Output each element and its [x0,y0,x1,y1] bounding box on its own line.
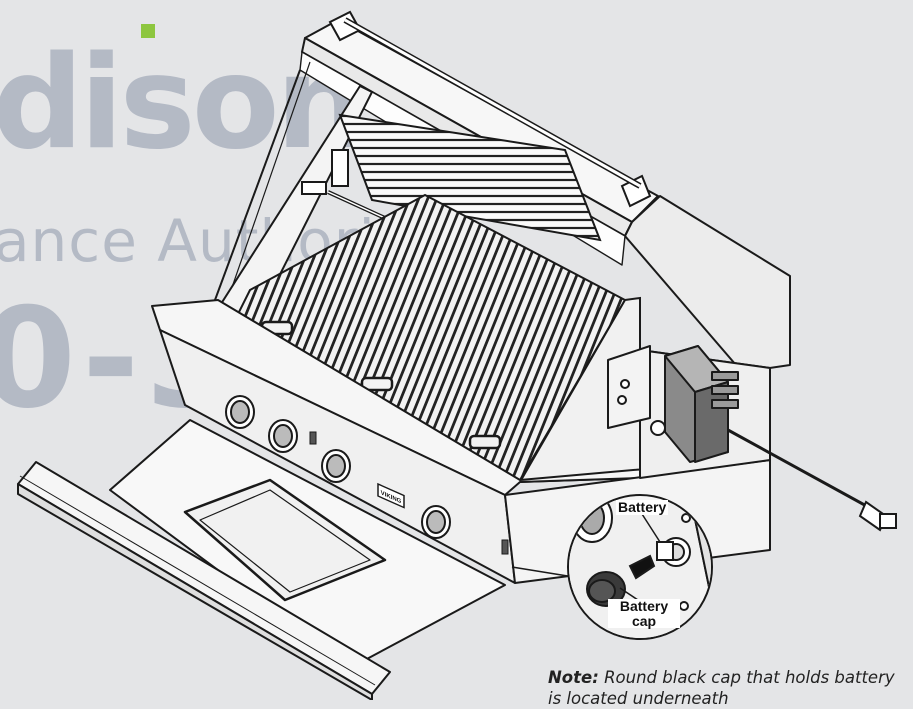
warming-rack [338,113,602,242]
control-knobs [225,395,451,539]
grate-handles [260,320,502,450]
battery-cap-label-line1: Battery [619,598,669,614]
igniter-slot [309,431,317,445]
power-cord [727,428,897,532]
battery-label: Battery [616,499,669,515]
note-text: Round black cap that holds battery is lo… [548,668,895,708]
battery-cap-label: Battery cap [608,598,680,629]
drawer-handle [17,461,391,700]
watermark-dot [141,24,155,38]
battery-note: Note: Round black cap that holds battery… [548,668,908,709]
battery-cap-label-line2: cap [631,612,657,629]
igniter-slot-right [501,539,509,555]
note-prefix: Note: [548,668,599,687]
rack-brackets [301,149,349,195]
lid-handle [328,10,652,208]
rotisserie-motor [607,345,739,463]
drip-tray-drawer [109,419,506,669]
